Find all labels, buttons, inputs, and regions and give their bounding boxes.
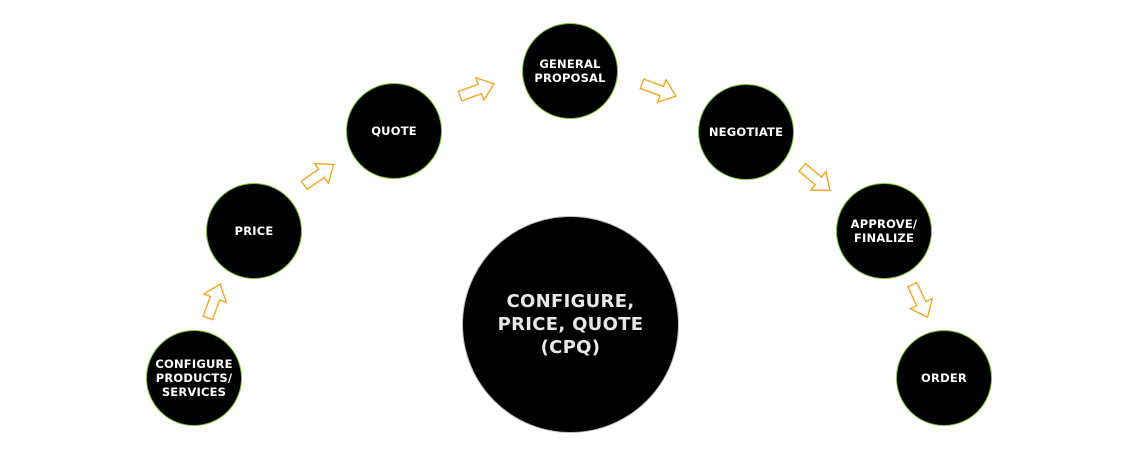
step-price: PRICE bbox=[206, 183, 302, 279]
step-order: ORDER bbox=[896, 330, 992, 426]
step-general-proposal: GENERAL PROPOSAL bbox=[522, 23, 618, 119]
arrow-down-right-icon bbox=[637, 71, 682, 108]
arrow-down-right-icon bbox=[793, 157, 839, 201]
step-negotiate: NEGOTIATE bbox=[698, 84, 794, 180]
arrow-up-right-icon bbox=[296, 153, 342, 196]
step-quote: QUOTE bbox=[346, 83, 442, 179]
arrow-up-right-icon bbox=[455, 71, 500, 108]
step-approve-finalize: APPROVE/ FINALIZE bbox=[836, 183, 932, 279]
center-circle-cpq: CONFIGURE, PRICE, QUOTE (CPQ) bbox=[462, 216, 679, 433]
step-configure-products-services: CONFIGURE PRODUCTS/ SERVICES bbox=[146, 330, 242, 426]
arrow-down-icon bbox=[900, 278, 940, 323]
arrow-up-icon bbox=[195, 279, 232, 324]
